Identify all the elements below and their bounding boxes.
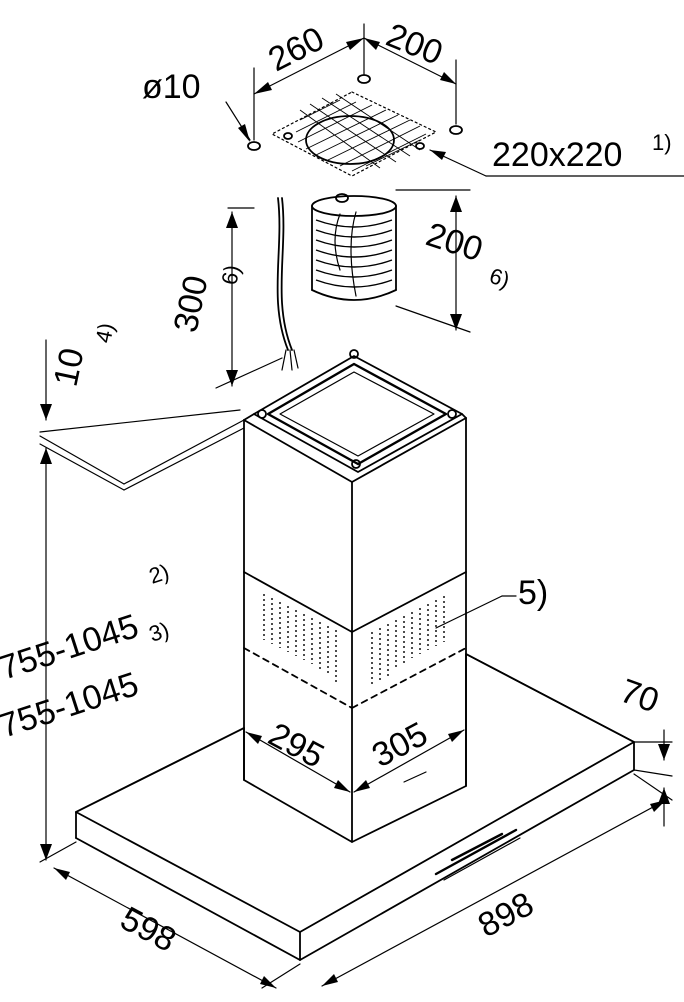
hole-right <box>449 125 463 135</box>
dim-295-label: 295 <box>262 716 330 776</box>
dim-300-label: 300 <box>167 272 216 335</box>
dim-755: 755-1045 2) 755-1045 3) <box>0 447 172 861</box>
dim-200-top-label: 200 <box>381 16 448 72</box>
dim-898-label: 898 <box>472 885 540 945</box>
dim-300-note: 6) <box>216 263 245 287</box>
control-strip <box>434 828 521 881</box>
chimney <box>243 349 467 843</box>
dim-260: 260 <box>253 20 365 141</box>
dim-200-duct: 200 6) <box>395 189 513 333</box>
dim-70-label: 70 <box>615 672 664 721</box>
dim-200-top: 200 <box>363 16 457 125</box>
ceiling-hatch <box>295 93 427 172</box>
dim-260-label: 260 <box>262 20 330 80</box>
dim-10-label: 10 <box>47 345 92 390</box>
dim-d10: ø10 <box>142 68 251 142</box>
canopy <box>75 653 635 961</box>
dim-10-note: 4) <box>90 321 119 345</box>
hole-bottom <box>335 193 349 203</box>
dim-295: 295 <box>245 716 351 793</box>
dim-755-1-note: 2) <box>146 559 172 589</box>
flex-duct <box>311 195 397 301</box>
dim-220x220: 220x220 1) <box>429 130 684 177</box>
vent-slots-right <box>371 596 445 684</box>
dim-305: 305 <box>353 715 465 793</box>
dim-5-label: 5) <box>518 574 548 612</box>
hole-left <box>247 141 261 151</box>
dim-200-duct-note: 6) <box>486 263 512 293</box>
dim-755-2-note: 3) <box>146 617 172 647</box>
dim-200-duct-label: 200 <box>422 215 488 269</box>
dim-300: 300 6) <box>167 207 283 389</box>
dim-70: 70 <box>615 672 673 827</box>
dim-10: 10 4) <box>39 321 245 491</box>
dim-d10-label: ø10 <box>142 68 201 106</box>
vent-slots-left <box>263 594 337 682</box>
dim-305-label: 305 <box>366 715 434 775</box>
dim-598-label: 598 <box>114 900 182 960</box>
dim-220x220-label: 220x220 <box>492 136 622 174</box>
dim-220x220-note: 1) <box>652 130 672 155</box>
hole-top <box>357 74 371 84</box>
dim-5: 5) <box>435 574 548 629</box>
ceiling-plate <box>247 74 463 203</box>
dim-898: 898 <box>321 773 673 987</box>
power-cable <box>276 197 299 371</box>
dim-598: 598 <box>39 841 301 989</box>
